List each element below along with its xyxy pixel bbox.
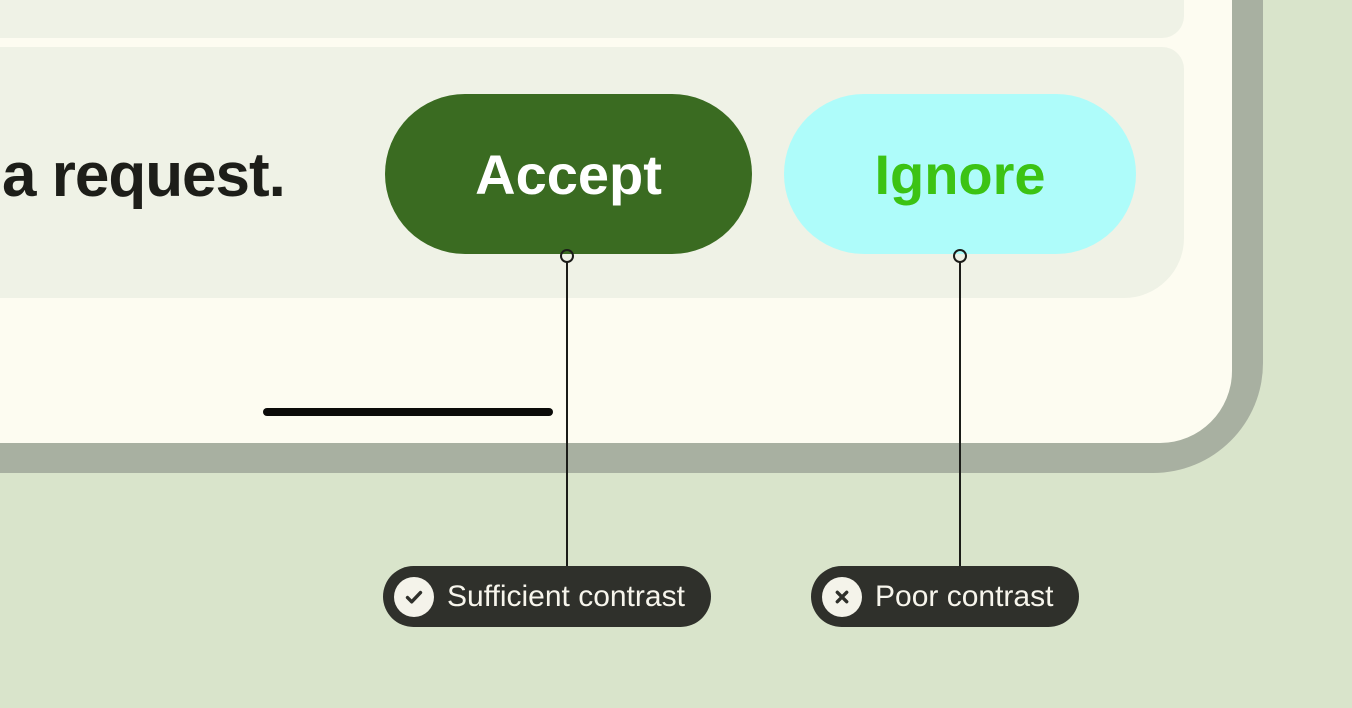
callout-poor-contrast: Poor contrast [811, 566, 1080, 627]
text-placeholder-bar [263, 408, 553, 416]
callout-sufficient-contrast: Sufficient contrast [383, 566, 711, 627]
connector-dot-accept [560, 249, 574, 263]
device-frame: a request. Accept Ignore [0, 0, 1263, 473]
ignore-button[interactable]: Ignore [784, 94, 1136, 254]
notification-message-fragment: a request. [2, 141, 286, 210]
connector-dot-ignore [953, 249, 967, 263]
callout-label: Poor contrast [875, 579, 1054, 613]
device-screen: a request. Accept Ignore [0, 0, 1232, 443]
connector-line-ignore [959, 262, 961, 566]
connector-line-accept [566, 262, 568, 566]
check-circle-icon [394, 576, 434, 617]
accept-button[interactable]: Accept [385, 94, 752, 254]
notification-card: a request. Accept Ignore [0, 47, 1184, 298]
callout-label: Sufficient contrast [447, 579, 685, 613]
x-circle-icon [822, 576, 862, 617]
notification-card-partial [0, 0, 1184, 38]
